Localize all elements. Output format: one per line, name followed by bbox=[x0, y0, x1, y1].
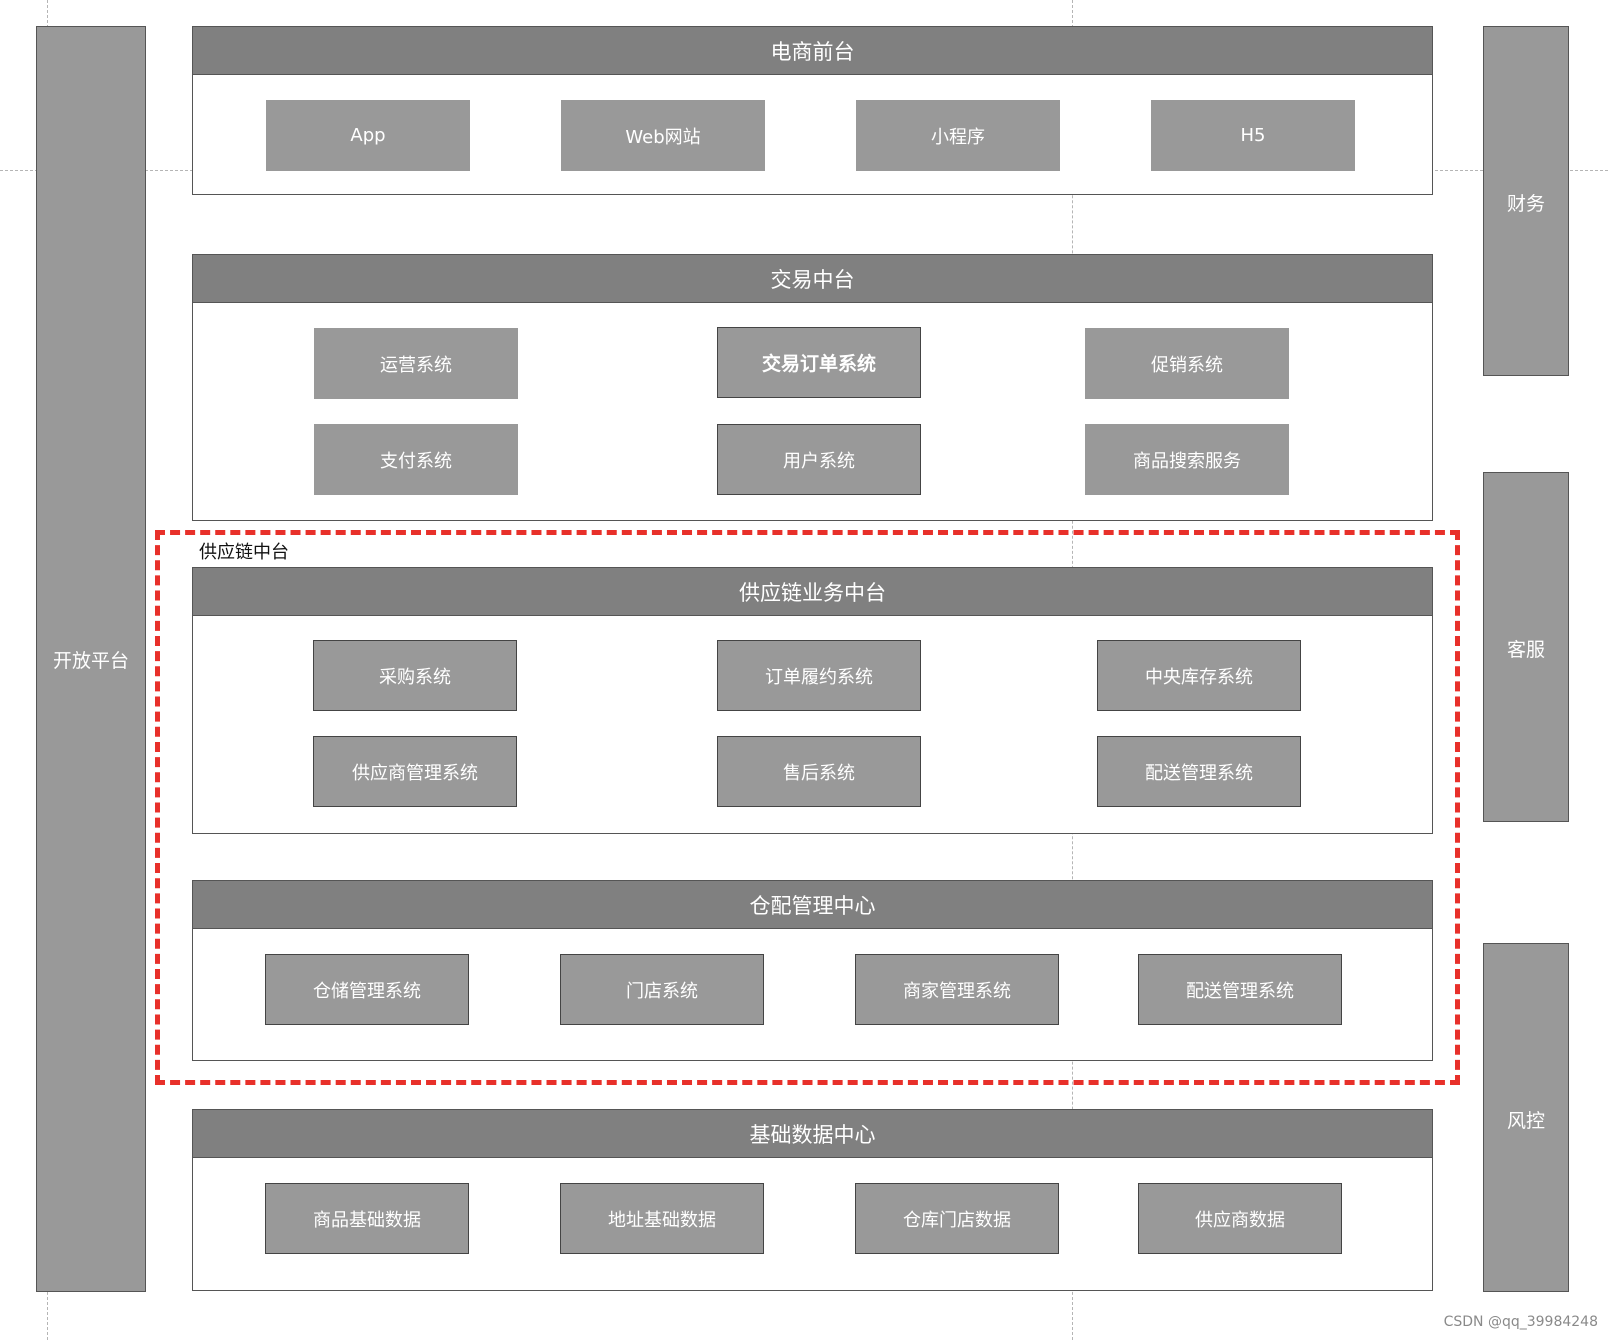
warehouse-store-data-box: 仓库门店数据 bbox=[855, 1183, 1059, 1254]
payment-system-box: 支付系统 bbox=[314, 424, 518, 495]
central-inventory-system-box: 中央库存系统 bbox=[1097, 640, 1301, 711]
product-basic-data-box: 商品基础数据 bbox=[265, 1183, 469, 1254]
warehouse-management-system-box: 仓储管理系统 bbox=[265, 954, 469, 1025]
ecommerce-front-panel: 电商前台 App Web网站 小程序 H5 bbox=[192, 26, 1433, 195]
open-platform-bar: 开放平台 bbox=[36, 26, 146, 1292]
store-system-box: 门店系统 bbox=[560, 954, 764, 1025]
trade-middle-panel: 交易中台 运营系统 交易订单系统 促销系统 支付系统 用户系统 商品搜索服务 bbox=[192, 254, 1433, 521]
warehouse-center-panel: 仓配管理中心 仓储管理系统 门店系统 商家管理系统 配送管理系统 bbox=[192, 880, 1433, 1061]
user-system-box: 用户系统 bbox=[717, 424, 921, 495]
product-search-service-box: 商品搜索服务 bbox=[1085, 424, 1289, 495]
trade-order-system-box: 交易订单系统 bbox=[717, 327, 921, 398]
panel-title: 电商前台 bbox=[193, 27, 1432, 75]
supply-chain-frame bbox=[155, 530, 1460, 1085]
address-basic-data-box: 地址基础数据 bbox=[560, 1183, 764, 1254]
delivery-management-system-box: 配送管理系统 bbox=[1138, 954, 1342, 1025]
supply-business-middle-panel: 供应链业务中台 采购系统 订单履约系统 中央库存系统 供应商管理系统 售后系统 … bbox=[192, 567, 1433, 834]
operation-system-box: 运营系统 bbox=[314, 328, 518, 399]
web-site-box: Web网站 bbox=[561, 100, 765, 171]
order-fulfillment-system-box: 订单履约系统 bbox=[717, 640, 921, 711]
mini-program-box: 小程序 bbox=[856, 100, 1060, 171]
finance-bar: 财务 bbox=[1483, 26, 1569, 376]
customer-service-bar: 客服 bbox=[1483, 472, 1569, 822]
purchase-system-box: 采购系统 bbox=[313, 640, 517, 711]
risk-control-bar: 风控 bbox=[1483, 943, 1569, 1292]
promotion-system-box: 促销系统 bbox=[1085, 328, 1289, 399]
h5-box: H5 bbox=[1151, 100, 1355, 171]
panel-title: 仓配管理中心 bbox=[193, 881, 1432, 929]
finance-label: 财务 bbox=[1506, 193, 1545, 215]
basic-data-center-panel: 基础数据中心 商品基础数据 地址基础数据 仓库门店数据 供应商数据 bbox=[192, 1109, 1433, 1291]
merchant-management-system-box: 商家管理系统 bbox=[855, 954, 1059, 1025]
panel-title: 供应链业务中台 bbox=[193, 568, 1432, 616]
app-box: App bbox=[266, 100, 470, 171]
open-platform-label: 开放平台 bbox=[52, 649, 129, 672]
delivery-management-system-box: 配送管理系统 bbox=[1097, 736, 1301, 807]
watermark: CSDN @qq_39984248 bbox=[1443, 1314, 1598, 1330]
panel-title: 交易中台 bbox=[193, 255, 1432, 303]
supply-chain-label: 供应链中台 bbox=[199, 542, 289, 563]
after-sales-system-box: 售后系统 bbox=[717, 736, 921, 807]
supplier-management-system-box: 供应商管理系统 bbox=[313, 736, 517, 807]
panel-title: 基础数据中心 bbox=[193, 1110, 1432, 1158]
risk-control-label: 风控 bbox=[1506, 1110, 1545, 1132]
customer-service-label: 客服 bbox=[1506, 639, 1545, 661]
supplier-data-box: 供应商数据 bbox=[1138, 1183, 1342, 1254]
